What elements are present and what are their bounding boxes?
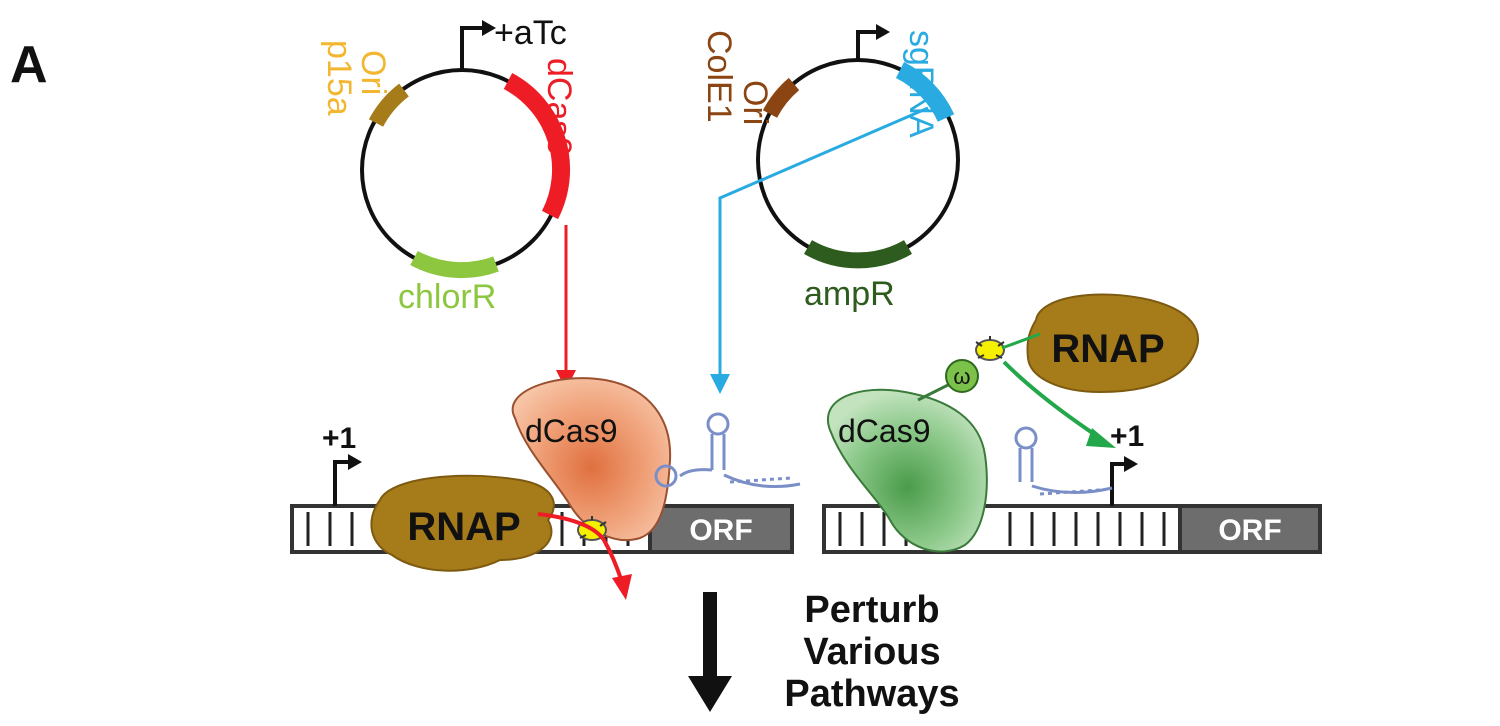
- sgrna-gene-arc: [895, 61, 955, 122]
- plasmid-left: +aTc dCas9 p15a Ori chlorR: [320, 14, 578, 316]
- inducer-label: +aTc: [494, 14, 567, 52]
- right-dna-construct: ORF +1 dCas9 ω RNAP: [822, 293, 1322, 554]
- left-orf-box: [648, 504, 794, 554]
- right-rnap-protein: [1026, 293, 1199, 394]
- left-rnap-label: RNAP: [407, 505, 520, 549]
- rnap-linker: [1001, 332, 1041, 350]
- sgrna-gene-label: sgRNA: [902, 30, 940, 138]
- right-tss-label: +1: [1110, 420, 1144, 453]
- p15a-label: p15a: [320, 40, 358, 116]
- sgrna-promoter-icon: [856, 24, 890, 60]
- dcas9-expression-arrow: [556, 225, 576, 390]
- cole1-label: ColE1: [700, 30, 738, 123]
- chlorR-arc: [410, 250, 499, 279]
- plasmid-right: sgRNA ColE1 Ori ampR: [700, 24, 960, 313]
- right-orf-box: [1178, 504, 1322, 554]
- panel-label: A: [10, 36, 48, 94]
- omega-subunit: [945, 359, 979, 393]
- ampR-label: ampR: [804, 275, 895, 313]
- right-dcas9-protein: [827, 388, 988, 553]
- right-tss-icon: [1110, 456, 1138, 506]
- left-tss-label: +1: [322, 422, 356, 455]
- sgrna-expression-arrow: [710, 106, 929, 394]
- p15a-ori-arc: [368, 83, 410, 127]
- cole1-ori-label: Ori: [736, 80, 774, 125]
- left-dcas9-label: dCas9: [525, 413, 618, 449]
- right-activation-arrow: [1002, 360, 1116, 448]
- left-repression-arrow: [537, 512, 632, 600]
- cole1-ori-arc: [762, 77, 800, 118]
- right-orf-label: ORF: [1218, 514, 1281, 547]
- left-dcas9-protein: [511, 377, 672, 542]
- left-sgrna-hairpin: [654, 412, 801, 489]
- right-dcas9-label: dCas9: [838, 413, 931, 449]
- left-tss-icon: [333, 454, 362, 506]
- left-orf-label: ORF: [689, 514, 752, 547]
- outcome-arrow: [688, 592, 732, 712]
- p15a-ori-label: Ori: [354, 50, 392, 95]
- outcome-line-1: Perturb: [804, 589, 939, 631]
- dcas9-gene-arc: [503, 73, 571, 220]
- omega-linker: [917, 382, 951, 402]
- atc-promoter-icon: [460, 20, 496, 70]
- left-rnap-protein: [370, 474, 555, 572]
- outcome-line-2: Various: [803, 631, 940, 673]
- dcas9-gene-label: dCas9: [540, 58, 578, 156]
- ampR-arc: [804, 239, 912, 269]
- chlorR-label: chlorR: [398, 278, 496, 316]
- omega-label: ω: [953, 364, 970, 389]
- outcome-line-3: Pathways: [784, 673, 959, 715]
- left-dna-construct: ORF +1 dCas9 RNAP: [290, 377, 801, 600]
- right-rnap-label: RNAP: [1051, 327, 1164, 371]
- right-interaction-star-icon: [975, 336, 1005, 361]
